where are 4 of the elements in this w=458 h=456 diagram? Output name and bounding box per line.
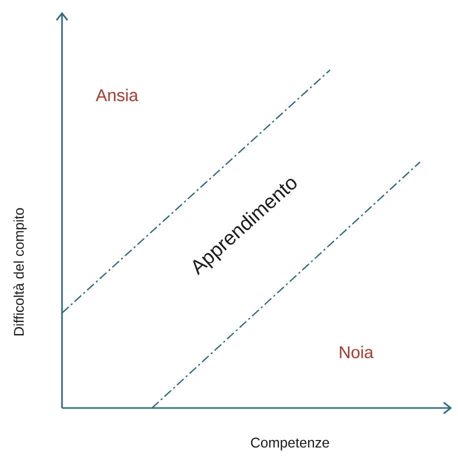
region-label: Noia — [340, 346, 374, 358]
axis-label: Difficoltà del compito — [13, 208, 27, 336]
region-label: Ansia — [96, 88, 138, 102]
axis-label: Competenze — [251, 438, 330, 450]
